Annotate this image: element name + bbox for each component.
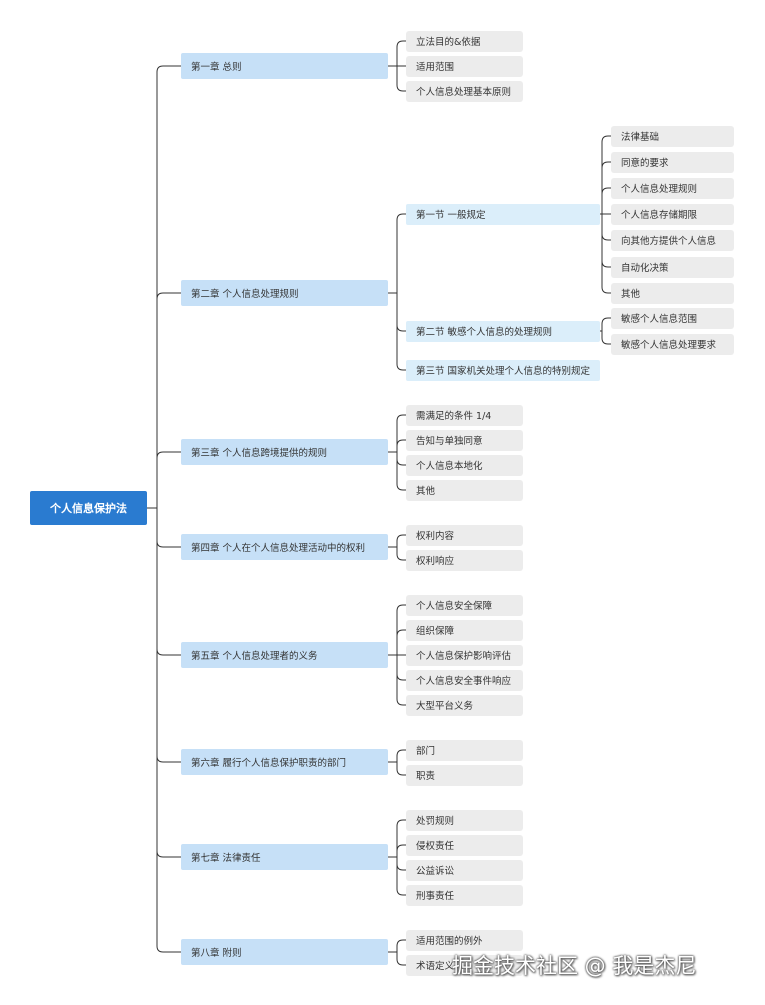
- root-node[interactable]: 个人信息保护法: [30, 491, 147, 525]
- connector: [388, 292, 406, 371]
- leaf-node[interactable]: 个人信息保护影响评估: [406, 644, 523, 666]
- connector: [388, 761, 406, 776]
- connector: [147, 507, 181, 548]
- chapter-node[interactable]: 第六章 履行个人信息保护职责的部门: [181, 749, 388, 775]
- connector: [388, 604, 406, 656]
- connector: [147, 451, 181, 509]
- leaf-node[interactable]: 处罚规则: [406, 809, 523, 831]
- leaf-node[interactable]: 法律基础: [611, 125, 734, 147]
- leaf-node[interactable]: 侵权责任: [406, 834, 523, 856]
- connector: [388, 546, 406, 561]
- leaf-node[interactable]: 立法目的&依据: [406, 30, 523, 52]
- leaf-node[interactable]: 敏感个人信息处理要求: [611, 333, 734, 355]
- connector: [388, 654, 406, 706]
- connector: [388, 439, 406, 453]
- connector: [147, 65, 181, 509]
- leaf-node[interactable]: 其他: [611, 282, 734, 304]
- connector: [600, 330, 611, 345]
- leaf-node[interactable]: 其他: [406, 479, 523, 501]
- chapter-node[interactable]: 第一章 总则: [181, 53, 388, 79]
- section-node[interactable]: 第三节 国家机关处理个人信息的特别规定: [406, 359, 600, 381]
- leaf-node[interactable]: 刑事责任: [406, 884, 523, 906]
- chapter-node[interactable]: 第三章 个人信息跨境提供的规则: [181, 439, 388, 465]
- chapter-node[interactable]: 第二章 个人信息处理规则: [181, 280, 388, 306]
- leaf-node[interactable]: 向其他方提供个人信息: [611, 229, 734, 251]
- leaf-node[interactable]: 个人信息处理基本原则: [406, 80, 523, 102]
- leaf-node[interactable]: 权利响应: [406, 549, 523, 571]
- connector: [600, 135, 611, 215]
- leaf-node[interactable]: 术语定义: [406, 954, 523, 976]
- section-node[interactable]: 第一节 一般规定: [406, 203, 600, 225]
- chapter-node[interactable]: 第七章 法律责任: [181, 844, 388, 870]
- chapter-node[interactable]: 第四章 个人在个人信息处理活动中的权利: [181, 534, 388, 560]
- section-node[interactable]: 第二节 敏感个人信息的处理规则: [406, 320, 600, 342]
- leaf-node[interactable]: 组织保障: [406, 619, 523, 641]
- leaf-node[interactable]: 个人信息本地化: [406, 454, 523, 476]
- connector: [388, 819, 406, 858]
- connector: [388, 414, 406, 453]
- leaf-node[interactable]: 公益诉讼: [406, 859, 523, 881]
- connector: [388, 939, 406, 953]
- leaf-node[interactable]: 个人信息安全事件响应: [406, 669, 523, 691]
- connector: [388, 856, 406, 896]
- connector: [388, 844, 406, 858]
- leaf-node[interactable]: 个人信息存储期限: [611, 203, 734, 225]
- connector: [388, 629, 406, 656]
- connector: [388, 749, 406, 763]
- connector: [147, 507, 181, 858]
- connector: [600, 187, 611, 215]
- connector: [388, 534, 406, 548]
- connector: [147, 507, 181, 763]
- leaf-node[interactable]: 权利内容: [406, 524, 523, 546]
- leaf-node[interactable]: 适用范围: [406, 55, 523, 77]
- connector: [388, 951, 406, 966]
- leaf-node[interactable]: 大型平台义务: [406, 694, 523, 716]
- connector: [600, 213, 611, 294]
- connector: [388, 65, 406, 92]
- leaf-node[interactable]: 同意的要求: [611, 151, 734, 173]
- leaf-node[interactable]: 职责: [406, 764, 523, 786]
- leaf-node[interactable]: 自动化决策: [611, 256, 734, 278]
- connector: [147, 507, 181, 953]
- connector: [600, 161, 611, 215]
- connector: [147, 292, 181, 509]
- chapter-node[interactable]: 第八章 附则: [181, 939, 388, 965]
- leaf-node[interactable]: 敏感个人信息范围: [611, 307, 734, 329]
- connector: [388, 40, 406, 67]
- leaf-node[interactable]: 个人信息安全保障: [406, 594, 523, 616]
- leaf-node[interactable]: 个人信息处理规则: [611, 177, 734, 199]
- leaf-node[interactable]: 部门: [406, 739, 523, 761]
- watermark: 掘金技术社区 @ 我是杰尼: [452, 954, 697, 978]
- leaf-node[interactable]: 需满足的条件 1/4: [406, 404, 523, 426]
- connector: [388, 213, 406, 294]
- connector: [388, 451, 406, 491]
- connector: [600, 317, 611, 332]
- connector: [147, 507, 181, 656]
- chapter-node[interactable]: 第五章 个人信息处理者的义务: [181, 642, 388, 668]
- leaf-node[interactable]: 告知与单独同意: [406, 429, 523, 451]
- leaf-node[interactable]: 适用范围的例外: [406, 929, 523, 951]
